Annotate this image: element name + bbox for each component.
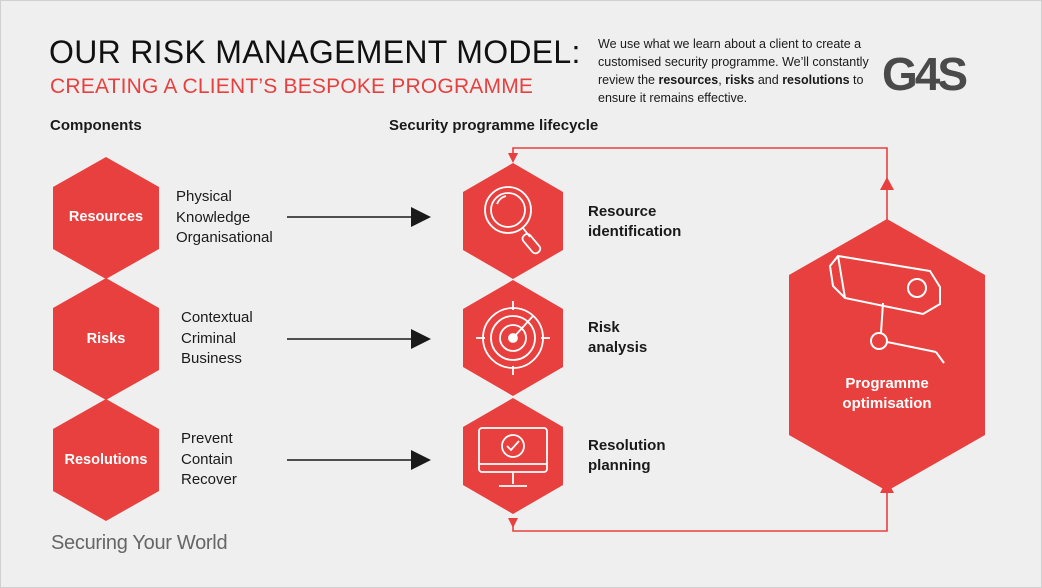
arrow-resources [287,207,431,227]
list-item: Prevent [181,430,233,447]
intro-part: and [754,73,783,87]
resources-label: Resources [68,209,144,225]
list-item: Organisational [176,229,273,246]
components-heading: Components [50,117,142,134]
intro-part: to ensure it remains effective. [598,73,864,105]
intro-bold-resources: resources [658,73,719,87]
loop-arrow-top-left [508,153,518,163]
resolution-planning-hexagon [463,398,563,514]
list-item: Physical [176,188,232,205]
intro-part: , [718,73,726,87]
page-subtitle: CREATING A CLIENT’S BESPOKE PROGRAMME [50,75,534,98]
resolutions-hexagon [53,399,159,521]
list-item: Criminal [181,329,237,347]
magnifier-icon [484,186,542,255]
programme-optimisation-label: Programme optimisation [789,374,985,414]
risks-items: Contextual Criminal Business [181,308,253,370]
risks-label: Risks [86,331,126,347]
optimisation-line: optimisation [842,395,932,412]
risk-analysis-label: Risk analysis [588,318,647,358]
monitor-check-icon [478,427,548,487]
resources-items: Physical Knowledge Organisational [176,187,273,249]
list-item: Recover [181,471,237,488]
list-item: Business [181,350,242,367]
page-title: OUR RISK MANAGEMENT MODEL: [49,34,581,70]
programme-optimisation-hexagon [789,219,985,491]
intro-bold-risks: risks [725,73,755,87]
loop-arrow-bottom-left [508,518,518,528]
resolutions-items: Prevent Contain Recover [181,429,237,491]
stage-line: analysis [588,339,648,356]
footer-tagline: Securing Your World [51,532,228,554]
stage-line: identification [588,223,682,240]
resource-identification-hexagon [463,163,563,279]
resources-hexagon [53,157,159,279]
stage-line: planning [588,457,651,474]
intro-bold-resolutions: resolutions [782,73,850,87]
resolutions-label: Resolutions [64,452,148,468]
intro-text: We use what we learn about a client to c… [598,35,873,107]
stage-line: Resource [588,203,657,220]
lifecycle-heading: Security programme lifecycle [389,117,599,134]
radar-icon [476,301,550,375]
stage-line: Risk [588,319,620,336]
security-camera-icon [828,254,945,364]
arrow-risks [287,329,431,349]
intro-part: We use what we learn about a client to c… [598,37,869,87]
resource-identification-label: Resource identification [588,202,681,242]
list-item: Knowledge [176,208,251,226]
g4s-logo: G4S [882,48,969,100]
arrow-resolutions [287,450,431,470]
optimisation-line: Programme [845,375,929,392]
risks-hexagon [53,278,159,400]
stage-line: Resolution [588,437,666,454]
list-item: Contextual [181,309,253,326]
loop-arrow-top-right [880,177,894,190]
logo-wordmark: G4S [882,48,966,100]
resolution-planning-label: Resolution planning [588,436,666,476]
list-item: Contain [181,450,233,468]
